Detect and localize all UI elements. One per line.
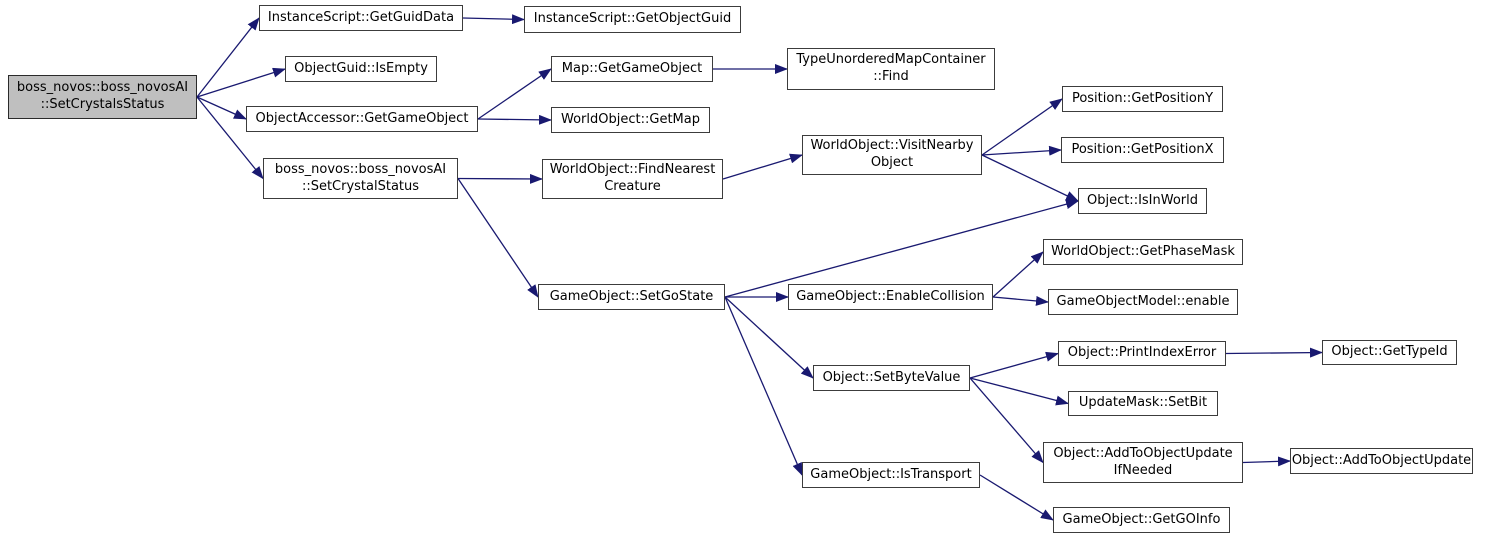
edge-setCrystalStatus-to-findNearest <box>457 173 543 184</box>
graph-node-isInWorld[interactable]: Object::IsInWorld <box>1078 188 1207 214</box>
edge-setByteValue-to-setBit <box>969 377 1069 406</box>
graph-node-setGoState[interactable]: GameObject::SetGoState <box>538 284 725 310</box>
graph-node-getObjectGuid[interactable]: InstanceScript::GetObjectGuid <box>524 6 741 33</box>
edge-setByteValue-to-addIfNeeded <box>969 377 1044 464</box>
edge-objAccessor-to-mapGetGameObject <box>477 68 552 120</box>
edge-root-to-objAccessor <box>196 96 247 120</box>
graph-node-getPosX[interactable]: Position::GetPositionX <box>1061 137 1224 163</box>
edge-visitNearby-to-getPosX <box>981 145 1062 156</box>
edge-setGoState-to-isTransport <box>724 296 803 476</box>
edge-enableCollision-to-getPhaseMask <box>992 251 1044 298</box>
edge-setByteValue-to-printIndexError <box>969 351 1059 379</box>
edge-setCrystalStatus-to-setGoState <box>457 178 539 298</box>
graph-node-getGOInfo[interactable]: GameObject::GetGOInfo <box>1053 507 1230 533</box>
graph-node-modelEnable[interactable]: GameObjectModel::enable <box>1048 289 1238 315</box>
graph-node-root[interactable]: boss_novos::boss_novosAI ::SetCrystalsSt… <box>8 75 197 119</box>
edge-printIndexError-to-getTypeId <box>1225 347 1323 358</box>
edge-root-to-isEmpty <box>196 67 286 98</box>
edge-root-to-getGuidData <box>196 17 260 98</box>
graph-node-setByteValue[interactable]: Object::SetByteValue <box>813 365 970 391</box>
edge-findNearest-to-visitNearby <box>722 153 803 180</box>
graph-node-getPhaseMask[interactable]: WorldObject::GetPhaseMask <box>1043 239 1243 265</box>
graph-node-getGuidData[interactable]: InstanceScript::GetGuidData <box>259 5 463 31</box>
graph-node-setCrystalStatus[interactable]: boss_novos::boss_novosAI ::SetCrystalSta… <box>263 158 458 199</box>
graph-node-setBit[interactable]: UpdateMask::SetBit <box>1068 391 1218 416</box>
graph-node-addIfNeeded[interactable]: Object::AddToObjectUpdate IfNeeded <box>1043 442 1243 483</box>
edge-getGuidData-to-getObjectGuid <box>462 14 525 25</box>
edge-enableCollision-to-modelEnable <box>992 295 1049 306</box>
edge-visitNearby-to-getPosY <box>981 98 1063 156</box>
graph-node-tumcFind[interactable]: TypeUnorderedMapContainer ::Find <box>787 48 995 90</box>
graph-node-isEmpty[interactable]: ObjectGuid::IsEmpty <box>285 56 437 82</box>
graph-node-isTransport[interactable]: GameObject::IsTransport <box>802 462 980 488</box>
graph-node-addToObjectUpdate[interactable]: Object::AddToObjectUpdate <box>1290 448 1473 474</box>
edge-setGoState-to-isInWorld <box>724 199 1079 298</box>
edge-addIfNeeded-to-addToObjectUpdate <box>1242 456 1291 467</box>
graph-node-findNearest[interactable]: WorldObject::FindNearest Creature <box>542 159 723 199</box>
graph-node-mapGetGameObject[interactable]: Map::GetGameObject <box>551 56 713 82</box>
graph-node-visitNearby[interactable]: WorldObject::VisitNearby Object <box>802 135 982 175</box>
graph-node-getPosY[interactable]: Position::GetPositionY <box>1062 86 1223 112</box>
graph-node-printIndexError[interactable]: Object::PrintIndexError <box>1058 341 1226 366</box>
graph-node-objAccessor[interactable]: ObjectAccessor::GetGameObject <box>246 106 478 132</box>
graph-node-enableCollision[interactable]: GameObject::EnableCollision <box>788 284 993 310</box>
edge-objAccessor-to-getMap <box>477 114 552 125</box>
graph-node-getMap[interactable]: WorldObject::GetMap <box>551 107 710 133</box>
graph-node-getTypeId[interactable]: Object::GetTypeId <box>1322 340 1457 365</box>
